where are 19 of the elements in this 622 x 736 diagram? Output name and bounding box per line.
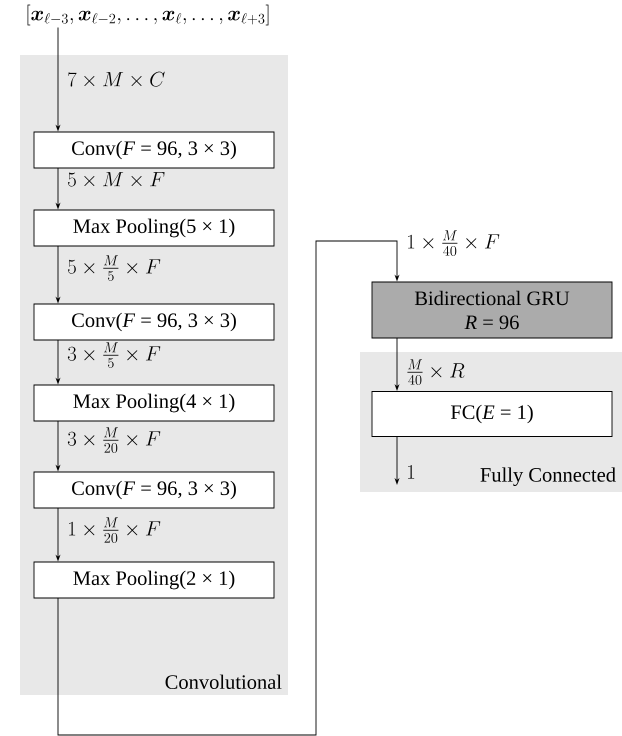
arrow (58, 240, 400, 736)
edge-label: $5 \times \tfrac{M}{5} \times F$ (68, 255, 160, 281)
edge-label: $3 \times \tfrac{M}{5} \times F$ (68, 342, 160, 368)
layer-box: Max Pooling(5 × 1) (34, 210, 274, 246)
input-formula: $[\boldsymbol{x}_{\ell-3}, \boldsymbol{x}_{\ell-2}, \ldots, \boldsymbol{x}_{\ell}, \ldots, \boldsymbol{x}_{\ell+3}]$ (28, 4, 268, 26)
layer-box: Conv(F = 96, 3 × 3) (34, 132, 274, 168)
edge-label: $1 \times \tfrac{M}{20} \times F$ (69, 517, 160, 543)
layer-box: Conv(F = 96, 3 × 3) (34, 472, 274, 508)
edge-label: $5 \times M \times F$ (68, 172, 165, 187)
edge-label: $7 \times M \times C$ (68, 72, 165, 87)
layer-box: Conv(F = 96, 3 × 3) (34, 304, 274, 340)
edge-label: $1 \times \tfrac{M}{40} \times F$ (408, 230, 500, 256)
layer-box: Max Pooling(4 × 1) (34, 384, 274, 422)
edge-label: $\tfrac{M}{40} \times R$ (407, 359, 464, 385)
edge-label: $1$ (408, 464, 414, 479)
layer-box: FC(E = 1) (372, 391, 612, 437)
edge-label: $3 \times \tfrac{M}{20} \times F$ (68, 427, 160, 453)
layer-box: Max Pooling(2 × 1) (34, 562, 274, 598)
layer-box: Bidirectional GRU R = 96 (372, 282, 612, 338)
